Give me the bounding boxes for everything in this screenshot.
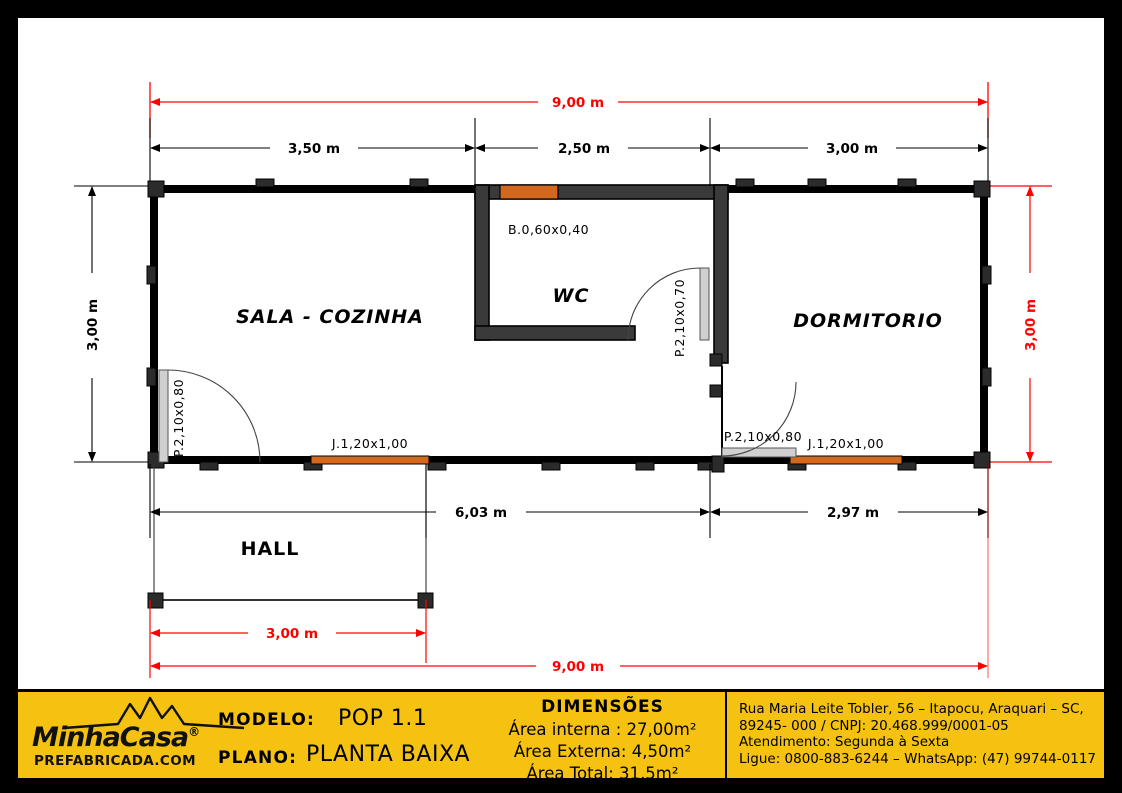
contact-address: Rua Maria Leite Tobler, 56 – Itapocu, Ar… bbox=[739, 701, 1084, 717]
contact-hours: Atendimento: Segunda à Sexta bbox=[739, 734, 950, 751]
window-sala bbox=[310, 455, 430, 465]
dim-bottom-seg-1-label: 6,03 m bbox=[455, 505, 507, 521]
dim-left-height-label: 3,00 m bbox=[85, 299, 101, 351]
room-label-wc: WC bbox=[553, 285, 590, 307]
dimension-bottom-porch: 3,00 m bbox=[149, 600, 427, 678]
door-entrance-label: P.2,10x0,80 bbox=[171, 379, 186, 457]
dimension-bottom-overall: 9,00 m bbox=[150, 464, 989, 678]
drawing-sheet: 9,00 m 3,50 m 2,50 m 3,00 m bbox=[18, 18, 1104, 775]
door-entrance: P.2,10x0,80 bbox=[158, 369, 261, 463]
model-info: MODELO: POP 1.1 PLANO: PLANTA BAIXA bbox=[218, 692, 480, 778]
area-total: Área Total: 31,5m² bbox=[526, 764, 679, 783]
door-wc: P.2,10x0,70 bbox=[627, 267, 710, 357]
contact-info: Rua Maria Leite Tobler, 56 – Itapocu, Ar… bbox=[725, 692, 1104, 778]
dim-right-height-label: 3,00 m bbox=[1023, 299, 1039, 351]
plan-value: PLANTA BAIXA bbox=[306, 742, 471, 767]
dim-bottom-porch-label: 3,00 m bbox=[266, 626, 318, 642]
registered-mark: ® bbox=[188, 725, 200, 739]
dim-top-overall-label: 9,00 m bbox=[552, 95, 604, 111]
windows bbox=[310, 184, 903, 465]
logo-name: MinhaCasa® bbox=[32, 722, 200, 753]
floor-plan-drawing: 9,00 m 3,50 m 2,50 m 3,00 m bbox=[74, 82, 1052, 678]
window-wc-label: B.0,60x0,40 bbox=[508, 222, 589, 237]
plan-label: PLANO: bbox=[218, 748, 298, 768]
dimension-top-segments: 3,50 m 2,50 m 3,00 m bbox=[149, 118, 989, 188]
wc-walls bbox=[474, 184, 729, 456]
dimensions-summary: DIMENSÕES Área interna : 27,00m² Área Ex… bbox=[480, 692, 725, 783]
title-block: MinhaCasa® PREFABRICADA.COM MODELO: POP … bbox=[18, 689, 1104, 783]
dim-bottom-overall-label: 9,00 m bbox=[552, 659, 604, 675]
logo-subtitle: PREFABRICADA.COM bbox=[34, 753, 196, 769]
door-bedroom-label: P.2,10x0,80 bbox=[724, 429, 802, 444]
door-bedroom: P.2,10x0,80 bbox=[721, 381, 802, 458]
dimensions-title: DIMENSÕES bbox=[541, 697, 664, 717]
window-dormitorio-label: J.1,20x1,00 bbox=[807, 436, 884, 451]
model-label: MODELO: bbox=[218, 710, 315, 730]
dim-top-seg-3-label: 3,00 m bbox=[826, 141, 878, 157]
contact-cnpj: 89245- 000 / CNPJ: 20.468.999/0001-05 bbox=[739, 717, 1009, 734]
window-wc bbox=[499, 184, 559, 200]
window-sala-label: J.1,20x1,00 bbox=[331, 436, 408, 451]
dimension-right-height: 3,00 m bbox=[988, 185, 1052, 463]
area-internal: Área interna : 27,00m² bbox=[508, 720, 697, 739]
window-dormitorio bbox=[789, 455, 903, 465]
dim-top-seg-1-label: 3,50 m bbox=[288, 141, 340, 157]
dimension-bottom-segments: 6,03 m 2,97 m bbox=[149, 464, 989, 538]
door-wc-label: P.2,10x0,70 bbox=[672, 279, 687, 357]
dim-top-seg-2-label: 2,50 m bbox=[558, 141, 610, 157]
room-label-dormitorio: DORMITORIO bbox=[793, 310, 943, 332]
dimension-top-overall: 9,00 m bbox=[149, 82, 989, 138]
area-external: Área Externa: 4,50m² bbox=[513, 742, 692, 761]
contact-phone: Ligue: 0800-883-6244 – WhatsApp: (47) 99… bbox=[739, 750, 1096, 767]
room-label-sala-cozinha: SALA - COZINHA bbox=[236, 306, 424, 328]
dim-bottom-seg-2-label: 2,97 m bbox=[827, 505, 879, 521]
room-label-hall: HALL bbox=[241, 538, 300, 560]
model-value: POP 1.1 bbox=[338, 706, 428, 731]
hall-porch: HALL bbox=[147, 464, 434, 609]
dimension-left-height: 3,00 m bbox=[74, 185, 150, 463]
company-logo: MinhaCasa® PREFABRICADA.COM bbox=[18, 692, 245, 778]
mountain-icon bbox=[63, 696, 245, 730]
